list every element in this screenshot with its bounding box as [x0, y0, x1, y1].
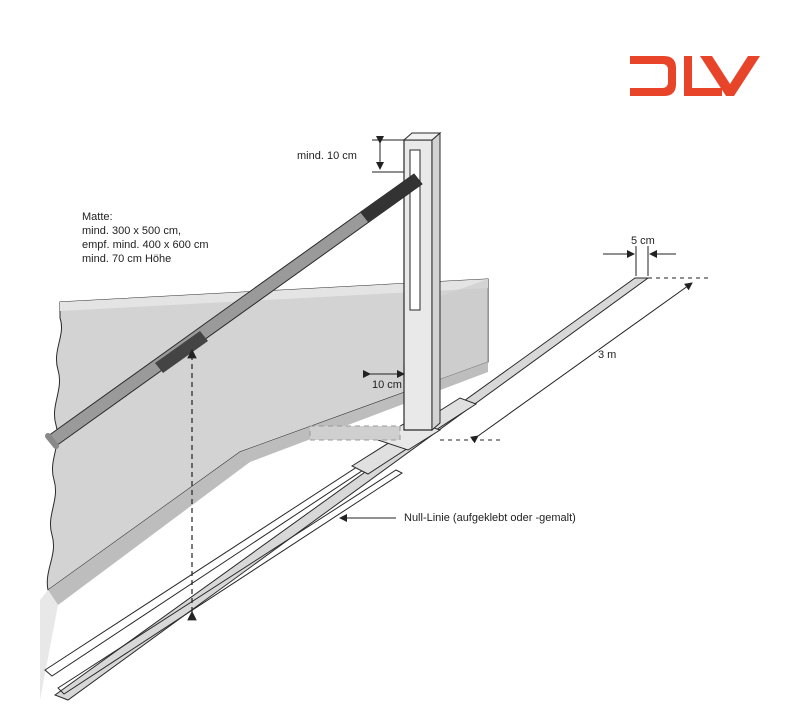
post-offset-dimension	[363, 366, 405, 382]
upright-post	[402, 131, 442, 432]
bar-clearance-dimension	[372, 136, 404, 173]
bar-clearance-label: mind. 10 cm	[297, 150, 357, 162]
mat-title-label: Matte:	[82, 211, 113, 223]
mat-front-face	[46, 278, 489, 591]
mat-size-min-label: mind. 300 x 500 cm,	[82, 225, 182, 237]
crossbar	[45, 173, 423, 449]
mat-size-recommended-label: empf. mind. 400 x 600 cm	[82, 239, 209, 251]
mat-top-face	[60, 279, 488, 311]
line-length-dimension	[440, 277, 710, 444]
ground-area	[40, 590, 58, 700]
mat-bottom-face	[48, 362, 488, 605]
mat-height-label: mind. 70 cm Höhe	[82, 253, 172, 265]
line-width-label: 5 cm	[631, 235, 655, 247]
post-offset-label: 10 cm	[372, 379, 402, 391]
line-width-dimension	[603, 246, 676, 276]
zero-line-label: Null-Linie (aufgeklebt oder -gemalt)	[404, 512, 576, 524]
dlv-logo	[630, 56, 760, 96]
line-length-label: 3 m	[598, 349, 617, 361]
